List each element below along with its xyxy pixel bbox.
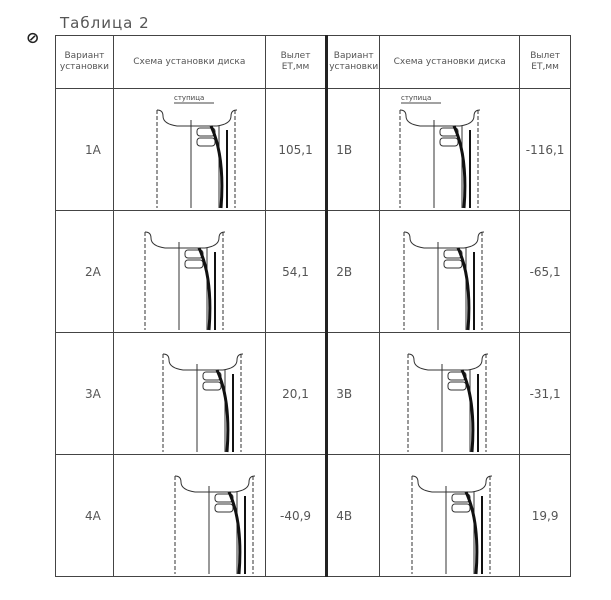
scheme-left: ступица xyxy=(112,88,266,211)
hub-label: ступица xyxy=(174,94,204,102)
wheel-scheme-3-R xyxy=(407,353,488,452)
header-scheme: Схема установки диска xyxy=(112,35,266,89)
wheel-scheme-4-L xyxy=(174,475,256,574)
offset-right: -116,1 xyxy=(519,88,571,211)
offset-right: -31,1 xyxy=(519,332,571,455)
scheme-right: ступица xyxy=(379,88,521,211)
table-title: Таблица 2 xyxy=(60,14,150,32)
table-row: 4А -40,9 4В 19,9 xyxy=(55,454,571,577)
wheel-scheme-1-R: ступица xyxy=(399,94,480,208)
offset-right: 19,9 xyxy=(519,454,571,577)
hub-label: ступица xyxy=(401,94,431,102)
wheel-scheme-2-L xyxy=(144,231,226,330)
header-variant-2: Вариант установки xyxy=(325,35,381,89)
wheel-scheme-1-L: ступица xyxy=(156,94,238,208)
header-offset-2: Вылет ET,мм xyxy=(519,35,571,89)
variant-right: 1В xyxy=(325,88,381,211)
header-scheme-2: Схема установки диска xyxy=(379,35,521,89)
scheme-right xyxy=(379,332,521,455)
offset-left: -40,9 xyxy=(264,454,328,577)
header-row: Вариант установки Схема установки диска … xyxy=(55,35,571,89)
header-variant: Вариант установки xyxy=(55,35,114,89)
variant-left: 4А xyxy=(55,454,114,577)
wheel-scheme-2-R xyxy=(403,231,484,330)
scheme-left xyxy=(112,210,266,333)
offset-left: 20,1 xyxy=(264,332,328,455)
variant-left: 2А xyxy=(55,210,114,333)
variant-right: 2В xyxy=(325,210,381,333)
scheme-right xyxy=(379,454,521,577)
wheel-scheme-4-R xyxy=(411,475,492,574)
wheel-offset-table: Вариант установки Схема установки диска … xyxy=(55,35,571,577)
offset-right: -65,1 xyxy=(519,210,571,333)
header-offset: Вылет ET,мм xyxy=(264,35,328,89)
scheme-right xyxy=(379,210,521,333)
variant-left: 3А xyxy=(55,332,114,455)
table-row: 2А 54,1 2В -65,1 xyxy=(55,210,571,333)
section-marker: ⊘ xyxy=(26,28,40,47)
table-row: 3А 20,1 3В -31,1 xyxy=(55,332,571,455)
variant-right: 3В xyxy=(325,332,381,455)
offset-left: 105,1 xyxy=(264,88,328,211)
scheme-left xyxy=(112,332,266,455)
variant-right: 4В xyxy=(325,454,381,577)
variant-left: 1А xyxy=(55,88,114,211)
scheme-left xyxy=(112,454,266,577)
table-row: 1А ступица 105,1 1В ступица -116,1 xyxy=(55,88,571,211)
wheel-scheme-3-L xyxy=(162,353,244,452)
offset-left: 54,1 xyxy=(264,210,328,333)
